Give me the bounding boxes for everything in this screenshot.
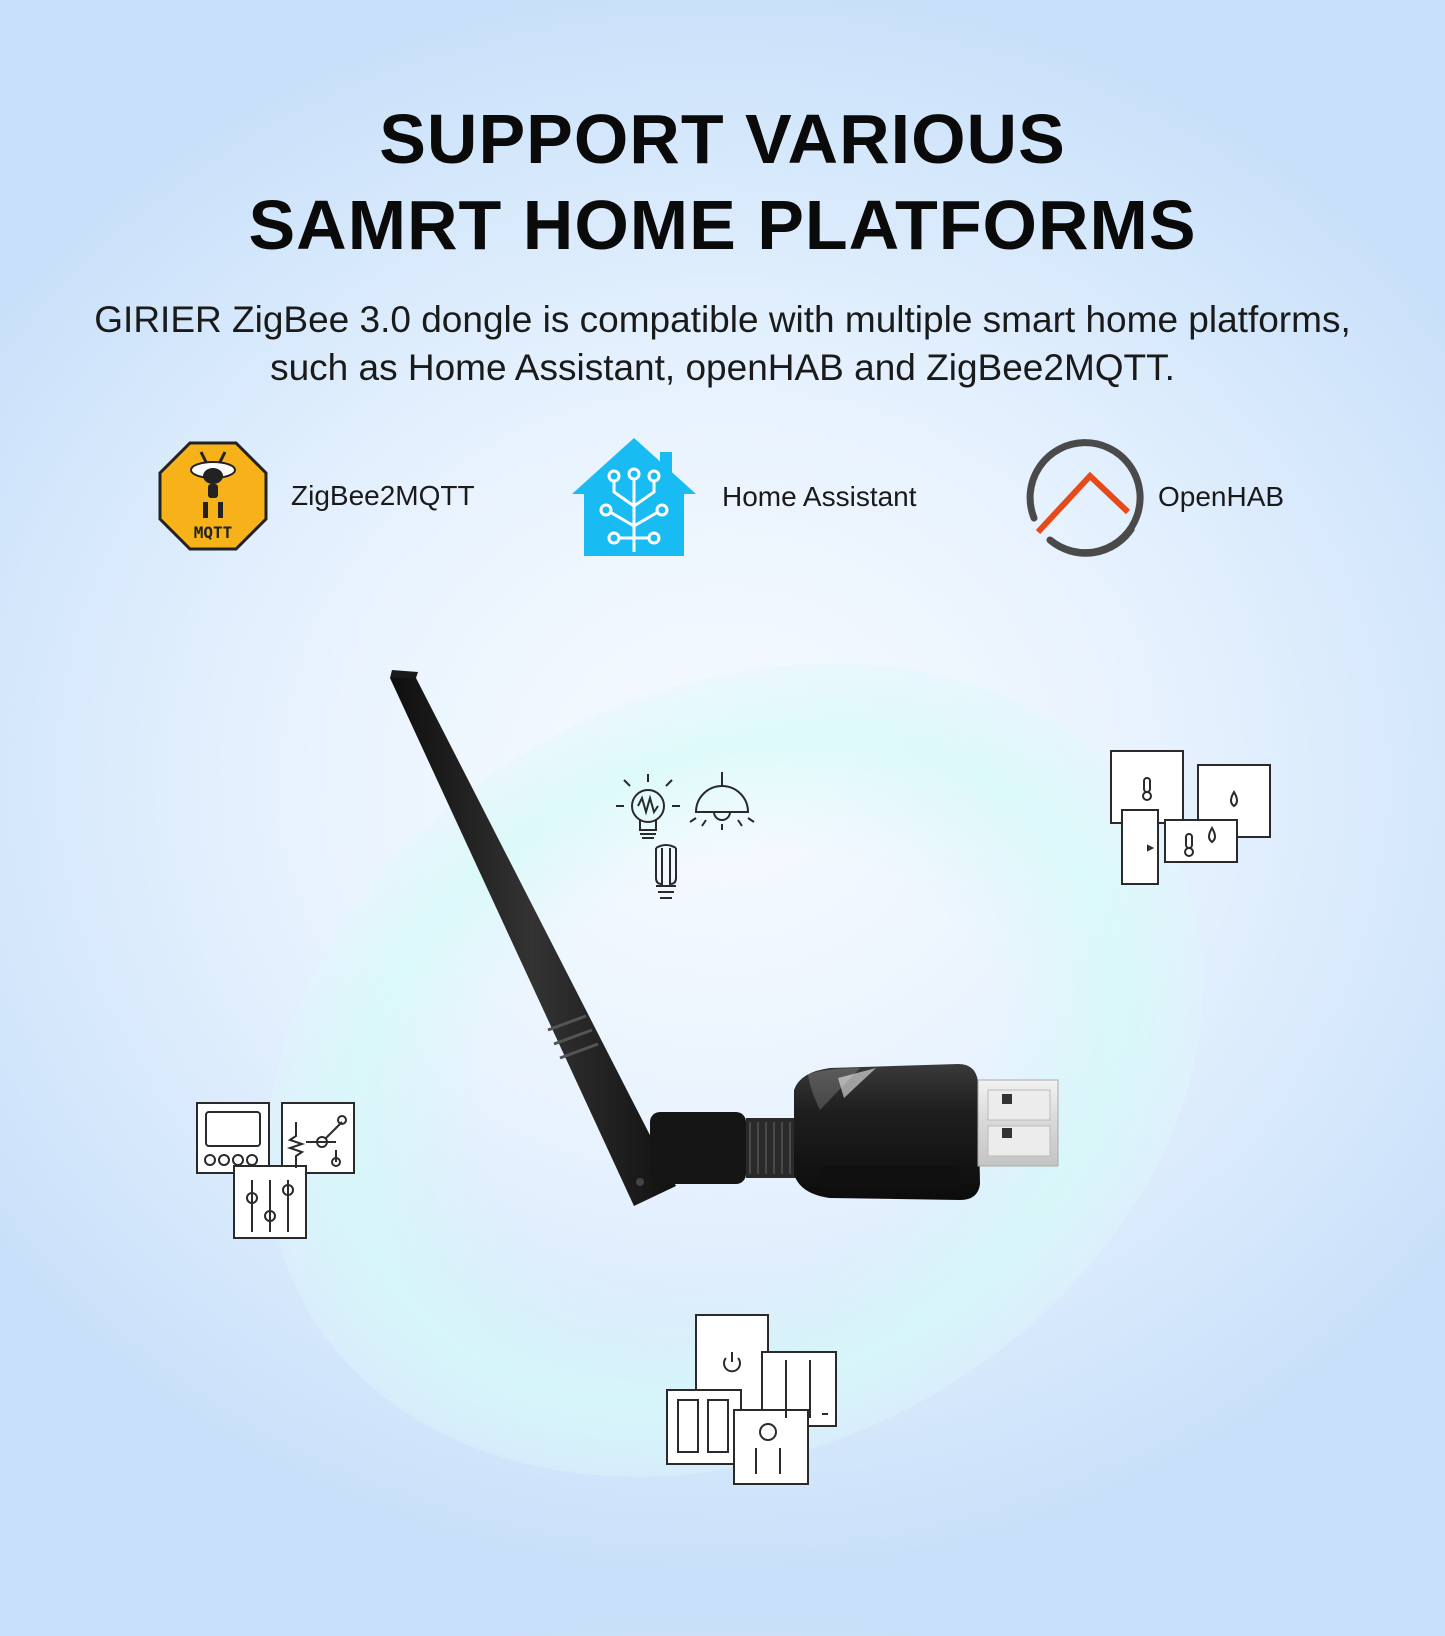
smart-bulbs-icon: [616, 772, 755, 899]
platform-zigbee2mqtt: MQTT ZigBee2MQTT: [157, 440, 475, 552]
headline: SUPPORT VARIOUS SAMRT HOME PLATFORMS: [0, 96, 1445, 268]
description: GIRIER ZigBee 3.0 dongle is compatible w…: [0, 296, 1445, 392]
headline-line-1: SUPPORT VARIOUS: [379, 100, 1066, 178]
platform-openhab: OpenHAB: [1020, 432, 1284, 562]
sensors-icon: [1110, 750, 1271, 885]
home-assistant-logo-icon: [572, 438, 696, 556]
platform-label-zigbee2mqtt: ZigBee2MQTT: [291, 480, 475, 511]
antenna: [390, 670, 676, 1206]
description-line-2: such as Home Assistant, openHAB and ZigB…: [270, 347, 1175, 388]
zigbee2mqtt-bee-logo-icon: MQTT: [158, 441, 268, 551]
platform-label-openhab: OpenHAB: [1158, 481, 1285, 512]
mqtt-logo-text: MQTT: [194, 523, 233, 542]
description-line-1: GIRIER ZigBee 3.0 dongle is compatible w…: [94, 299, 1351, 340]
openhab-logo-icon: [1026, 439, 1144, 557]
wall-switches-icon: [666, 1314, 837, 1485]
platform-label-home-assistant: Home Assistant: [722, 481, 917, 512]
headline-line-2: SAMRT HOME PLATFORMS: [248, 186, 1197, 264]
control-panels-icon: [196, 1102, 355, 1239]
platform-home-assistant: Home Assistant: [568, 434, 917, 560]
zigbee-usb-dongle: [390, 670, 1059, 1206]
